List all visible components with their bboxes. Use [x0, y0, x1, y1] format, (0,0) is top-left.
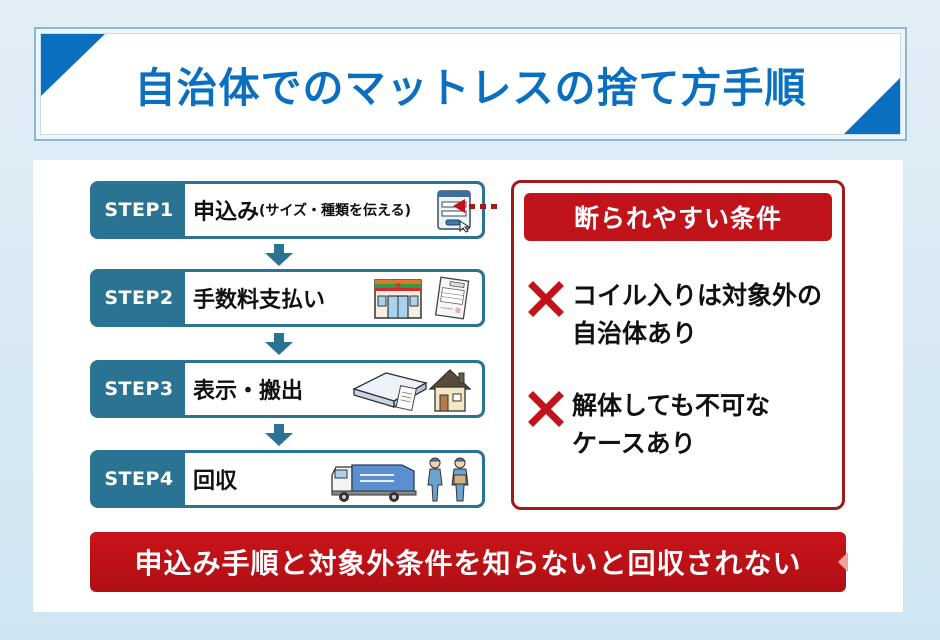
conditions-box: 断られやすい条件 コイル入りは対象外の 自治体あり 解体しても不可な ケースあり	[511, 180, 845, 510]
house-icon	[428, 369, 472, 412]
step-1: STEP1 申込み (サイズ・種類を伝える)	[90, 181, 485, 239]
step-body: 回収	[185, 453, 482, 505]
payment-slip-icon	[434, 276, 470, 320]
cross-icon	[528, 281, 564, 317]
step-label: STEP3	[104, 378, 174, 400]
step-label: STEP4	[104, 468, 174, 490]
condition-item: 解体しても不可な ケースあり	[528, 387, 832, 463]
dotted-arrow-icon	[453, 199, 497, 213]
corner-triangle-top-left	[41, 34, 105, 96]
condition-line: コイル入りは対象外の	[572, 281, 823, 310]
warning-banner-text: 申込み手順と対象外条件を知らないと回収されない	[134, 547, 802, 580]
svg-text:7: 7	[395, 283, 401, 293]
condition-line: 自治体あり	[572, 319, 698, 348]
step-body: 表示・搬出	[185, 363, 482, 415]
corner-triangle-bottom-right	[844, 78, 900, 134]
banner-flag-decoration	[838, 552, 848, 572]
step-4: STEP4 回収	[90, 450, 485, 508]
title-frame: 自治体でのマットレスの捨て方手順	[34, 27, 907, 141]
convenience-store-icon: 7	[374, 279, 422, 319]
content-panel: STEP1 申込み (サイズ・種類を伝える) STEP2 手数料支払い	[33, 160, 903, 612]
step-text: 回収	[193, 469, 238, 494]
step-label: STEP2	[104, 287, 174, 309]
step-3: STEP3 表示・搬出	[90, 360, 485, 418]
step-text: 手数料支払い	[193, 288, 326, 313]
step-body: 手数料支払い 7	[185, 272, 482, 324]
workers-icon	[427, 457, 469, 502]
step-2: STEP2 手数料支払い 7	[90, 269, 485, 327]
step-body: 申込み (サイズ・種類を伝える)	[185, 184, 482, 236]
condition-text: 解体しても不可な ケースあり	[572, 387, 770, 463]
step-text: 表示・搬出	[193, 379, 304, 404]
step-label: STEP1	[104, 199, 174, 221]
page-title: 自治体でのマットレスの捨て方手順	[134, 64, 807, 112]
garbage-truck-icon	[331, 464, 417, 502]
condition-line: 解体しても不可な	[572, 391, 771, 420]
mattress-with-sticker-icon	[352, 372, 428, 411]
web-form-icon	[437, 190, 471, 233]
down-arrow-icon	[265, 244, 293, 266]
down-arrow-icon	[265, 424, 293, 446]
warning-banner: 申込み手順と対象外条件を知らないと回収されない	[90, 532, 848, 592]
step-subtext: (サイズ・種類を伝える)	[259, 203, 411, 219]
cross-icon	[528, 391, 564, 427]
condition-text: コイル入りは対象外の 自治体あり	[572, 277, 822, 353]
title-banner: 自治体でのマットレスの捨て方手順	[40, 33, 901, 135]
step-text: 申込み	[193, 200, 260, 225]
down-arrow-icon	[265, 333, 293, 355]
conditions-heading: 断られやすい条件	[524, 193, 832, 241]
condition-item: コイル入りは対象外の 自治体あり	[528, 277, 832, 353]
condition-line: ケースあり	[572, 429, 696, 458]
